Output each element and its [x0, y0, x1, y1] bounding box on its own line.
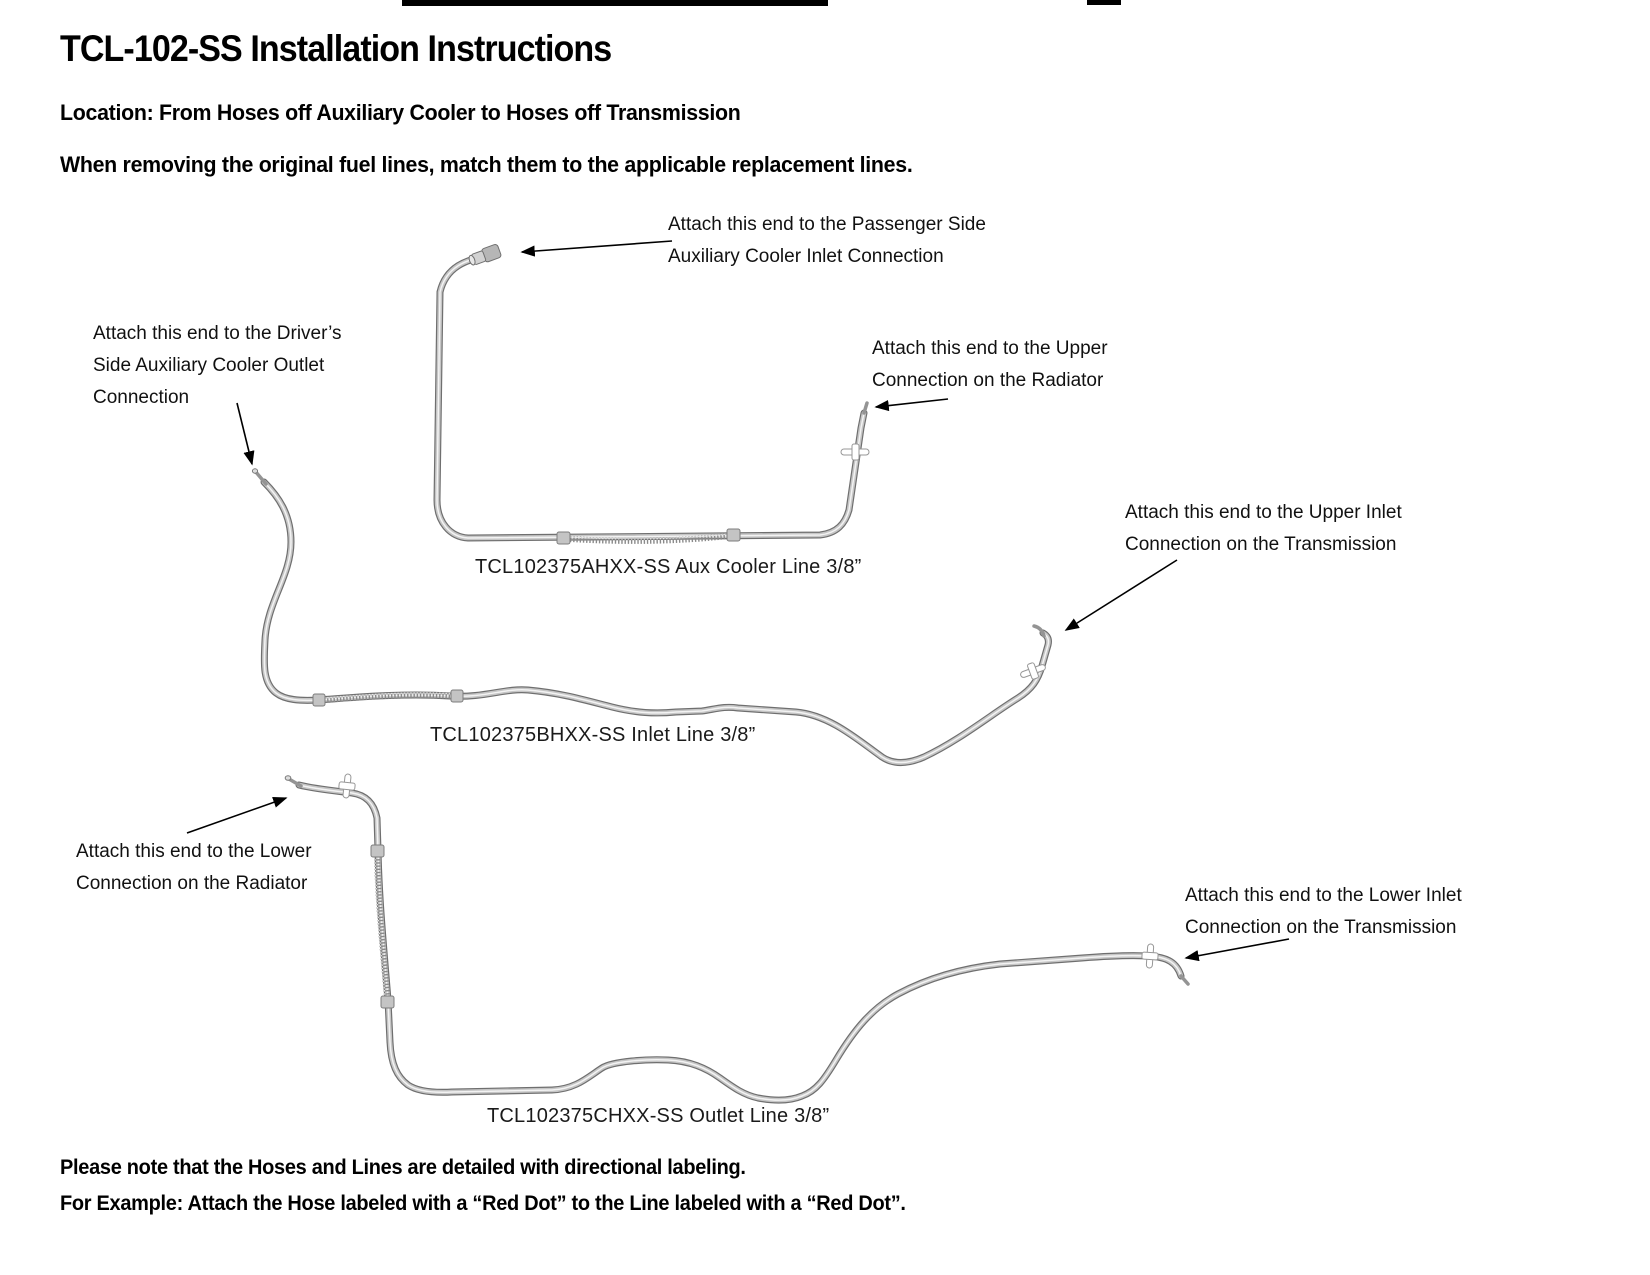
arrow-lower-radiator: [186, 796, 288, 834]
tube-end-nipple: [1032, 624, 1046, 638]
tube-end-tip: [251, 468, 259, 474]
flare-fitting: [468, 244, 502, 266]
annotation-line: Connection on the Transmission: [1185, 917, 1457, 938]
annotation-line: Attach this end to the Upper: [872, 338, 1108, 359]
tube-end-nipple: [1179, 974, 1190, 986]
annotation-line: Attach this end to the Upper Inlet: [1125, 502, 1402, 523]
braid-sleeve: [556, 528, 741, 545]
note-directional-labeling: Please note that the Hoses and Lines are…: [60, 1156, 746, 1179]
caption-aux-cooler-line: TCL102375AHXX-SS Aux Cooler Line 3/8”: [475, 556, 862, 578]
annotation-line: Attach this end to the Passenger Side: [668, 214, 986, 235]
page-title: TCL-102-SS Installation Instructions: [60, 28, 612, 69]
annotation-line: Connection: [93, 387, 190, 408]
annotation-line: Connection on the Radiator: [872, 370, 1104, 391]
instruction-line: When removing the original fuel lines, m…: [60, 152, 913, 177]
annotation-line: Side Auxiliary Cooler Outlet: [93, 355, 325, 376]
annotation-line: Attach this end to the Driver’s: [93, 323, 342, 344]
caption-inlet-line: TCL102375BHXX-SS Inlet Line 3/8”: [430, 724, 756, 746]
annotation-line: Connection on the Transmission: [1125, 534, 1397, 555]
annotation-line: Auxiliary Cooler Inlet Connection: [668, 246, 944, 267]
caption-outlet-line: TCL102375CHXX-SS Outlet Line 3/8”: [487, 1105, 830, 1127]
top-edge-bar-small: [1087, 0, 1121, 5]
annotation-line: Attach this end to the Lower Inlet: [1185, 885, 1462, 906]
retainer-clip: [1141, 943, 1159, 969]
retainer-clip: [338, 773, 356, 799]
location-line: Location: From Hoses off Auxiliary Coole…: [60, 100, 741, 125]
annotation-line: Attach this end to the Lower: [76, 841, 312, 862]
tube-end-tip: [284, 775, 292, 781]
top-edge-bar: [402, 0, 828, 6]
aux-cooler-line-tube: [437, 244, 870, 545]
retainer-clip: [1020, 662, 1046, 680]
retainer-clip: [840, 443, 870, 461]
arrow-driver-side: [236, 402, 255, 466]
annotation-lower-inlet-transmission: Attach this end to the Lower Inlet Conne…: [1185, 880, 1462, 944]
annotation-lower-radiator: Attach this end to the Lower Connection …: [76, 836, 312, 900]
tube-end-nipple: [287, 777, 303, 788]
annotation-line: Connection on the Radiator: [76, 873, 308, 894]
annotation-upper-radiator: Attach this end to the Upper Connection …: [872, 333, 1108, 397]
note-red-dot-example: For Example: Attach the Hose labeled wit…: [60, 1192, 906, 1215]
annotation-upper-inlet-transmission: Attach this end to the Upper Inlet Conne…: [1125, 497, 1402, 561]
tube-end-nipple: [862, 401, 869, 415]
outlet-line-tube: [284, 773, 1190, 1100]
arrow-passenger-side: [520, 240, 673, 257]
braid-sleeve: [312, 689, 464, 707]
inlet-line-tube: [251, 468, 1048, 763]
braid-sleeve: [370, 844, 395, 1009]
arrow-upper-inlet-transmission: [1064, 559, 1178, 631]
annotation-passenger-side: Attach this end to the Passenger Side Au…: [668, 209, 986, 273]
arrow-upper-radiator: [874, 398, 949, 412]
annotation-driver-side: Attach this end to the Driver’s Side Aux…: [93, 318, 342, 414]
annotation-arrows: [186, 240, 1290, 962]
arrow-lower-inlet-transmission: [1184, 938, 1290, 962]
